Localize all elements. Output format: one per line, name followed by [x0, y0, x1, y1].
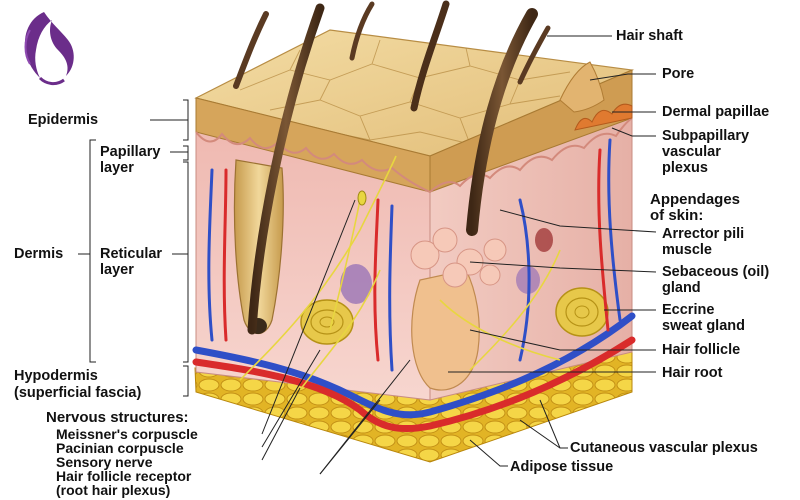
hair-shaft-5	[466, 8, 538, 236]
hair-shaft-4	[410, 0, 450, 112]
hair-follicle-center	[411, 269, 480, 391]
label-reticular-layer: Reticular layer	[100, 246, 163, 278]
vein-main	[192, 312, 636, 419]
label-adipose-tissue: Adipose tissue	[510, 459, 614, 475]
label-hair-shaft: Hair shaft	[616, 28, 683, 44]
label-appendages-of-skin: Appendages of skin:	[650, 191, 741, 224]
label-root-hair-plexus: (root hair plexus)	[56, 482, 171, 498]
label-sebaceous-gland: Sebaceous (oil) gland	[662, 264, 770, 296]
label-eccrine-sweat-gland: Eccrine sweat gland	[662, 302, 745, 334]
label-hair-follicle-receptor: Hair follicle receptor	[56, 468, 192, 484]
label-hypodermis: Hypodermis	[14, 368, 98, 384]
label-dermis: Dermis	[14, 246, 64, 262]
label-arrector-pili-muscle: Arrector pili muscle	[662, 226, 745, 258]
hair-shaft-2	[233, 11, 269, 89]
label-hair-follicle: Hair follicle	[662, 342, 741, 358]
label-cutaneous-vascular-plexus: Cutaneous vascular plexus	[570, 440, 758, 456]
hair-shaft-3	[349, 1, 375, 61]
sweat-gland-right	[555, 287, 609, 337]
label-superficial-fascia: (superficial fascia)	[14, 385, 142, 401]
label-pore: Pore	[662, 66, 695, 82]
artery-main	[192, 336, 636, 433]
label-meissners-corpuscle: Meissner's corpuscle	[56, 426, 198, 442]
hair-shaft-6	[517, 25, 551, 85]
label-subpapillary-vascular-plexus: Subpapillary vascular plexus	[662, 128, 750, 176]
label-papillary-layer: Papillary layer	[100, 144, 161, 176]
label-pacinian-corpuscle: Pacinian corpuscle	[56, 440, 184, 456]
label-epidermis: Epidermis	[28, 112, 99, 128]
label-sensory-nerve: Sensory nerve	[56, 454, 153, 470]
label-nervous-structures: Nervous structures:	[46, 409, 189, 426]
label-dermal-papillae: Dermal papillae	[662, 104, 770, 120]
hair-shaft-1	[247, 3, 325, 335]
label-hair-root: Hair root	[662, 365, 723, 381]
profile-silhouette-logo	[24, 12, 74, 86]
